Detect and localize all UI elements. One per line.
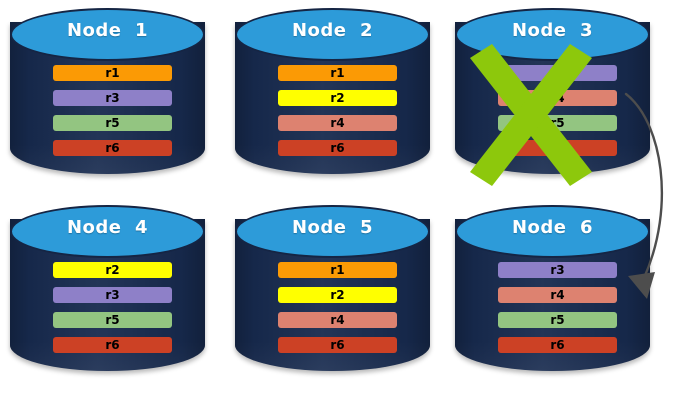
record-bar[interactable]: r6 [498,140,617,156]
record-bar[interactable]: r1 [278,262,397,278]
record-bar[interactable]: r3 [498,65,617,81]
record-list-3: r3 r4 r5 r6 [498,65,617,156]
record-bar[interactable]: r1 [53,65,172,81]
record-bar[interactable]: r4 [498,90,617,106]
record-list-6: r3 r4 r5 r6 [498,262,617,353]
record-bar[interactable]: r2 [278,287,397,303]
cylinder-top-1 [10,8,205,61]
node-cylinder-2[interactable]: Node 2 r1 r2 r4 r6 [235,8,430,185]
cylinder-top-2 [235,8,430,61]
node-cylinder-1[interactable]: Node 1 r1 r3 r5 r6 [10,8,205,185]
record-list-4: r2 r3 r5 r6 [53,262,172,353]
record-bar[interactable]: r4 [278,312,397,328]
record-list-1: r1 r3 r5 r6 [53,65,172,156]
record-bar[interactable]: r6 [498,337,617,353]
record-bar[interactable]: r5 [53,312,172,328]
cylinder-top-5 [235,205,430,258]
record-bar[interactable]: r3 [53,287,172,303]
record-bar[interactable]: r2 [278,90,397,106]
node-label-4: Node 4 [66,217,149,238]
node-cylinder-5[interactable]: Node 5 r1 r2 r4 r6 [235,205,430,382]
node-label-3: Node 3 [511,20,594,41]
record-bar[interactable]: r6 [278,337,397,353]
record-bar[interactable]: r6 [278,140,397,156]
record-bar[interactable]: r3 [53,90,172,106]
record-bar[interactable]: r5 [498,312,617,328]
node-label-6: Node 6 [511,217,594,238]
node-cylinder-6[interactable]: Node 6 r3 r4 r5 r6 [455,205,650,382]
cylinder-top-4 [10,205,205,258]
node-label-5: Node 5 [291,217,374,238]
record-list-2: r1 r2 r4 r6 [278,65,397,156]
record-bar[interactable]: r6 [53,337,172,353]
node-cylinder-3[interactable]: Node 3 r3 r4 r5 r6 [455,8,650,185]
record-bar[interactable]: r4 [278,115,397,131]
record-bar[interactable]: r3 [498,262,617,278]
record-bar[interactable]: r6 [53,140,172,156]
record-bar[interactable]: r4 [498,287,617,303]
record-bar[interactable]: r2 [53,262,172,278]
node-label-1: Node 1 [66,20,149,41]
record-bar[interactable]: r5 [498,115,617,131]
cylinder-top-6 [455,205,650,258]
record-bar[interactable]: r1 [278,65,397,81]
record-bar[interactable]: r5 [53,115,172,131]
node-cylinder-4[interactable]: Node 4 r2 r3 r5 r6 [10,205,205,382]
node-label-2: Node 2 [291,20,374,41]
record-list-5: r1 r2 r4 r6 [278,262,397,353]
